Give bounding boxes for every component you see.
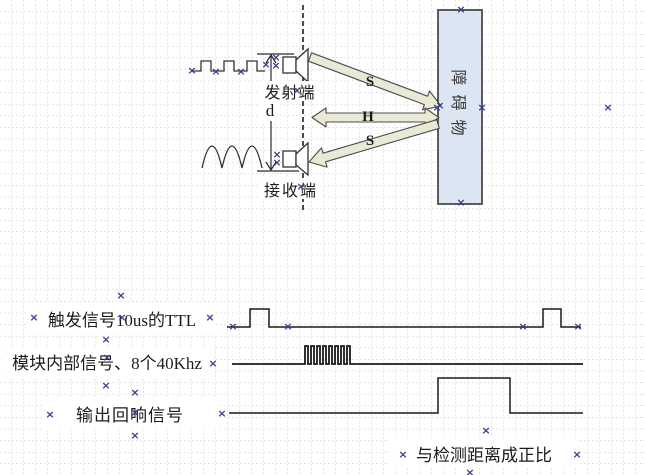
sound-path-arrows <box>307 52 442 168</box>
transmitter-speaker-icon <box>282 47 309 84</box>
distance-label: d <box>260 101 280 121</box>
outgoing-arrow <box>307 52 442 111</box>
return-arrow <box>308 119 440 168</box>
distance-note-label: 与检测距离成正比 <box>389 438 579 468</box>
echo-wave <box>229 377 583 414</box>
receiver-label: 接收端 <box>260 178 322 200</box>
internal-signal-label: 模块内部信号、8个40Khz <box>1 346 213 377</box>
sine-wave <box>201 145 263 169</box>
return-path-label: S <box>365 132 375 149</box>
trigger-signal-label: 触发信号10us的TTL <box>28 302 216 334</box>
trigger-wave <box>227 308 581 328</box>
pulse-train <box>191 60 265 72</box>
transmitter-label: 发射端 <box>260 81 320 102</box>
outgoing-path-label: S <box>365 73 375 90</box>
horizontal-path-label: H <box>362 108 374 125</box>
burst-wave <box>232 345 583 365</box>
obstacle-label: 障碍物 <box>449 69 466 145</box>
obstacle-box <box>437 9 483 205</box>
receiver-speaker-icon <box>282 141 309 177</box>
echo-signal-label: 输出回响信号 <box>42 397 218 430</box>
horizontal-arrow <box>311 107 440 128</box>
